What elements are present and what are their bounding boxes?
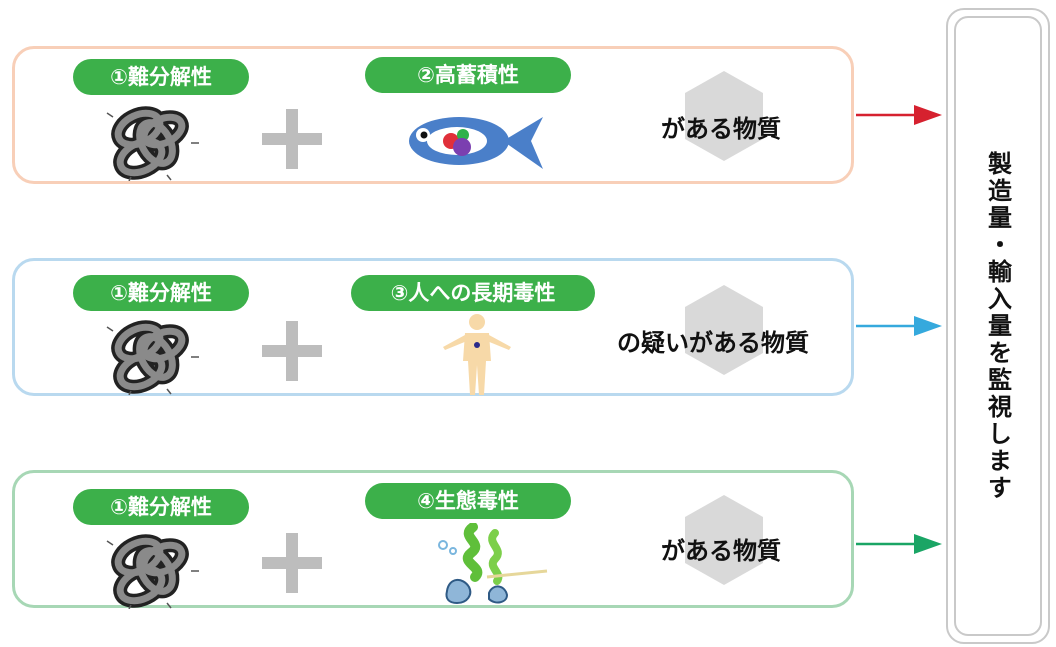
plus-icon <box>249 101 335 187</box>
hexagon-shape <box>685 285 763 375</box>
monitoring-text: 製造量・輸入量を監視します <box>983 150 1012 502</box>
plus-icon <box>249 525 335 611</box>
hexagon-shape <box>685 71 763 161</box>
result-label: がある物質 <box>661 537 781 565</box>
badge-persistence: ①難分解性 <box>73 275 249 311</box>
result-label: がある物質 <box>661 115 781 143</box>
fish-icon <box>409 117 543 169</box>
badge-persistence: ①難分解性 <box>73 489 249 525</box>
badge-ecotoxicity: ④生態毒性 <box>365 483 571 519</box>
result-label: の疑いがある物質 <box>617 329 809 357</box>
arrow-right-icon <box>856 105 942 125</box>
human-figure-icon <box>443 314 511 395</box>
chain-icon <box>106 534 199 609</box>
criteria-row-3: ①難分解性 ④生態毒性 がある物質 <box>12 470 854 611</box>
badge-persistence: ①難分解性 <box>73 59 249 95</box>
ecotoxic-icon <box>438 523 548 605</box>
badge-long-term-toxicity: ③人への長期毒性 <box>351 275 595 311</box>
monitoring-panel: 製造量・輸入量を監視します <box>946 8 1050 644</box>
monitoring-panel-inner-border <box>954 16 1042 636</box>
chain-icon <box>106 320 199 395</box>
arrow-right-icon <box>856 316 942 336</box>
plus-icon <box>249 313 335 399</box>
criteria-row-1: ①難分解性 ②高蓄積性 がある物質 <box>12 46 854 184</box>
criteria-row-2: ①難分解性 ③人への長期毒性 の疑いがある物質 <box>12 258 854 396</box>
badge-bioaccumulation: ②高蓄積性 <box>365 57 571 93</box>
hexagon-shape <box>685 495 763 585</box>
chain-icon <box>106 106 199 181</box>
arrow-right-icon <box>856 534 942 554</box>
